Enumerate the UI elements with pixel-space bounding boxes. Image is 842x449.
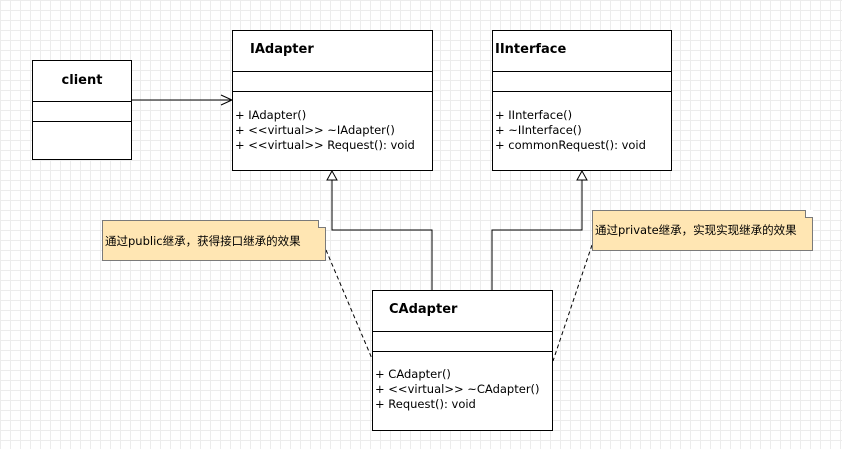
class-cadapter-name: CAdapter: [389, 302, 458, 317]
operation: + <<virtual>> ~CAdapter(): [375, 382, 540, 396]
operation: + IInterface(): [495, 108, 573, 122]
operation: + ~IInterface(): [495, 123, 582, 137]
class-iadapter-name: IAdapter: [250, 42, 314, 57]
operation: + IAdapter(): [235, 108, 307, 122]
note-anchor-public: [325, 249, 374, 362]
note-private-inheritance[interactable]: 通过private继承，实现实现继承的效果: [592, 210, 813, 251]
note-fold-corner: [318, 220, 326, 228]
operation: + <<virtual>> Request(): void: [235, 138, 415, 152]
class-iinterface-name: IInterface: [495, 42, 567, 57]
class-iinterface-operations: + IInterface() + ~IInterface() + commonR…: [495, 108, 646, 153]
class-iadapter[interactable]: IAdapter + IAdapter() + <<virtual>> ~IAd…: [232, 30, 433, 171]
class-iinterface-attr-divider: [493, 71, 671, 72]
class-client-ops-divider: [33, 121, 131, 122]
note-public-text: 通过public继承，获得接口继承的效果: [105, 234, 301, 248]
class-iadapter-operations: + IAdapter() + <<virtual>> ~IAdapter() +…: [235, 108, 415, 153]
note-private-text: 通过private继承，实现实现继承的效果: [595, 223, 797, 237]
operation: + CAdapter(): [375, 367, 451, 381]
note-anchor-private: [552, 244, 593, 362]
class-cadapter[interactable]: CAdapter + CAdapter() + <<virtual>> ~CAd…: [372, 290, 553, 431]
association-client-iadapter: [132, 94, 234, 106]
generalization-cadapter-iinterface: [491, 169, 588, 290]
class-cadapter-attr-divider: [373, 331, 552, 332]
class-client[interactable]: client: [32, 60, 132, 160]
class-iinterface-ops-divider: [493, 91, 671, 92]
operation: + <<virtual>> ~IAdapter(): [235, 123, 395, 137]
class-client-attr-divider: [33, 101, 131, 102]
operation: + commonRequest(): void: [495, 138, 646, 152]
note-public-inheritance[interactable]: 通过public继承，获得接口继承的效果: [102, 220, 326, 261]
class-iadapter-ops-divider: [233, 91, 432, 92]
operation: + Request(): void: [375, 397, 476, 411]
class-cadapter-ops-divider: [373, 351, 552, 352]
class-iinterface[interactable]: IInterface + IInterface() + ~IInterface(…: [492, 30, 672, 171]
class-cadapter-operations: + CAdapter() + <<virtual>> ~CAdapter() +…: [375, 367, 540, 412]
generalization-cadapter-iadapter: [326, 169, 433, 290]
class-iadapter-attr-divider: [233, 71, 432, 72]
note-fold-corner: [805, 210, 813, 218]
class-client-name: client: [61, 73, 103, 88]
